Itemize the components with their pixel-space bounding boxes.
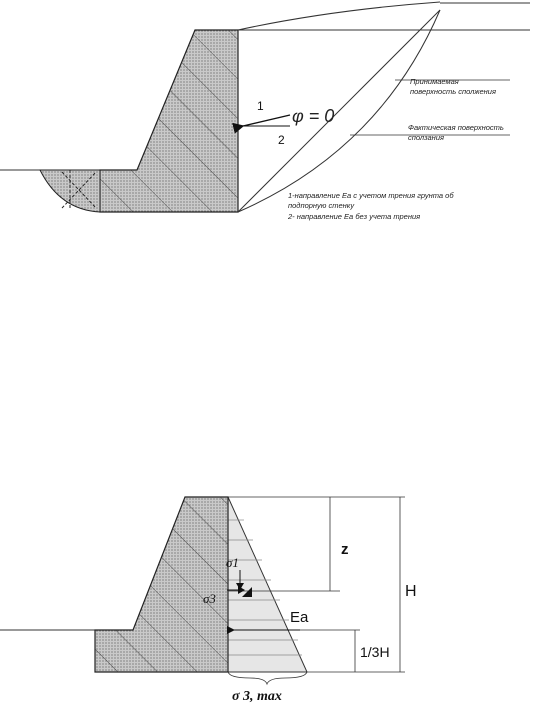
toe-block xyxy=(39,169,101,213)
h-label: H xyxy=(405,583,417,600)
assumed-sliding-surface xyxy=(237,9,441,213)
phi-label: φ = 0 xyxy=(292,106,334,126)
z-label: z xyxy=(341,541,349,558)
retaining-wall-bottom xyxy=(94,496,229,673)
third-h-label: 1/3H xyxy=(360,644,390,660)
pressure-lines xyxy=(228,519,302,656)
actual-sliding-surface xyxy=(237,9,441,213)
sigma1-label: σ1 xyxy=(226,555,239,570)
assumed-surface-label-2: поверхность сполжения xyxy=(410,87,496,96)
legend-line-3: 2- направление Ea без учета трения xyxy=(287,212,420,221)
sigma3max-brace xyxy=(227,671,308,686)
legend-line-2: подпорную стенку xyxy=(288,201,355,210)
element-triangle xyxy=(242,587,252,597)
actual-surface-label-1: Фактическая поверхность xyxy=(408,123,504,132)
sigma3-label: σ3 xyxy=(203,591,216,606)
sigma3max-label: σ 3, max xyxy=(232,689,282,704)
ea-label: Ea xyxy=(290,609,309,626)
backfill-slope-curve xyxy=(237,1,441,31)
arrow-label-1: 1 xyxy=(257,99,264,113)
legend-line-1: 1-направление Ea с учетом трения грунта … xyxy=(288,191,454,200)
assumed-surface-label-1: Принимаемая xyxy=(410,77,459,86)
top-diagram: 1 2 φ = 0 Принимаемая поверхность сполже… xyxy=(0,1,530,221)
bottom-diagram: σ1 σ3 Ea z H 1/3H σ 3, max xyxy=(0,496,417,704)
retaining-wall-top xyxy=(99,29,239,213)
arrow-label-2: 2 xyxy=(278,133,285,147)
actual-surface-label-2: сползания xyxy=(408,133,444,142)
arrow-1 xyxy=(232,114,291,134)
